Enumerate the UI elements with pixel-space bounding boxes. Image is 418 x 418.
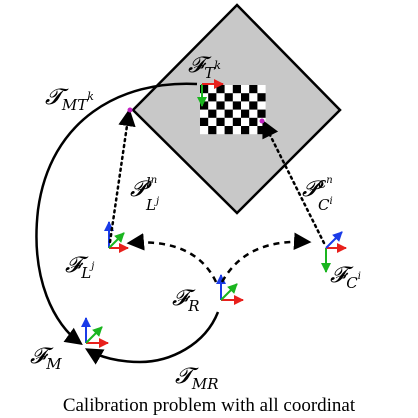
checker-square [232, 85, 241, 94]
checker-square [241, 109, 250, 118]
target-frame-label: 𝓕Tk [188, 53, 221, 82]
map-target-transform-label: 𝓣MTk [45, 85, 94, 114]
checker-square [257, 109, 266, 118]
lidar-projection-arrow [108, 108, 136, 244]
checker-square [216, 117, 225, 126]
checker-point-left [127, 107, 133, 113]
checker-square [216, 85, 225, 94]
checker-square [200, 85, 209, 94]
robot-frame-axes [216, 274, 244, 305]
checker-square [257, 93, 266, 102]
camera-projection-sub: Ci [318, 196, 333, 214]
checker-square [257, 126, 266, 135]
map-robot-transform-label: 𝓣MR [175, 364, 219, 393]
checker-square [208, 109, 217, 118]
checker-square [224, 93, 233, 102]
figure-caption: Calibration problem with all coordinat [62, 395, 356, 416]
checker-square [249, 85, 258, 94]
map-target-transform-arc [35, 82, 198, 346]
checker-square [208, 93, 217, 102]
checkerboard [200, 85, 266, 135]
checker-square [249, 101, 258, 110]
checker-square [224, 109, 233, 118]
camera-frame-axes [321, 231, 347, 273]
checker-square [232, 117, 241, 126]
map-robot-transform-arc [84, 311, 220, 365]
lidar-frame-axes [104, 221, 129, 253]
camera-frame-label: 𝓕Ci [330, 263, 361, 292]
robot-to-camera-arrow [220, 232, 312, 283]
robot-to-lidar-arrow [126, 233, 218, 283]
checker-point-right [259, 118, 265, 124]
checker-square [241, 93, 250, 102]
checker-square [232, 101, 241, 110]
checker-square [200, 117, 209, 126]
lidar-projection-sub: Lj [145, 196, 159, 214]
camera-projection-arrow [262, 119, 326, 245]
checker-square [208, 126, 217, 135]
checker-square [216, 101, 225, 110]
checker-square [241, 126, 250, 135]
lidar-frame-label: 𝓕Lj [65, 253, 94, 282]
map-frame-axes [81, 317, 109, 348]
checker-square [224, 126, 233, 135]
robot-frame-label: 𝓕R [172, 286, 200, 315]
checker-square [249, 117, 258, 126]
target-frame-axes [197, 79, 224, 107]
map-frame-label: 𝓕M [30, 344, 62, 373]
